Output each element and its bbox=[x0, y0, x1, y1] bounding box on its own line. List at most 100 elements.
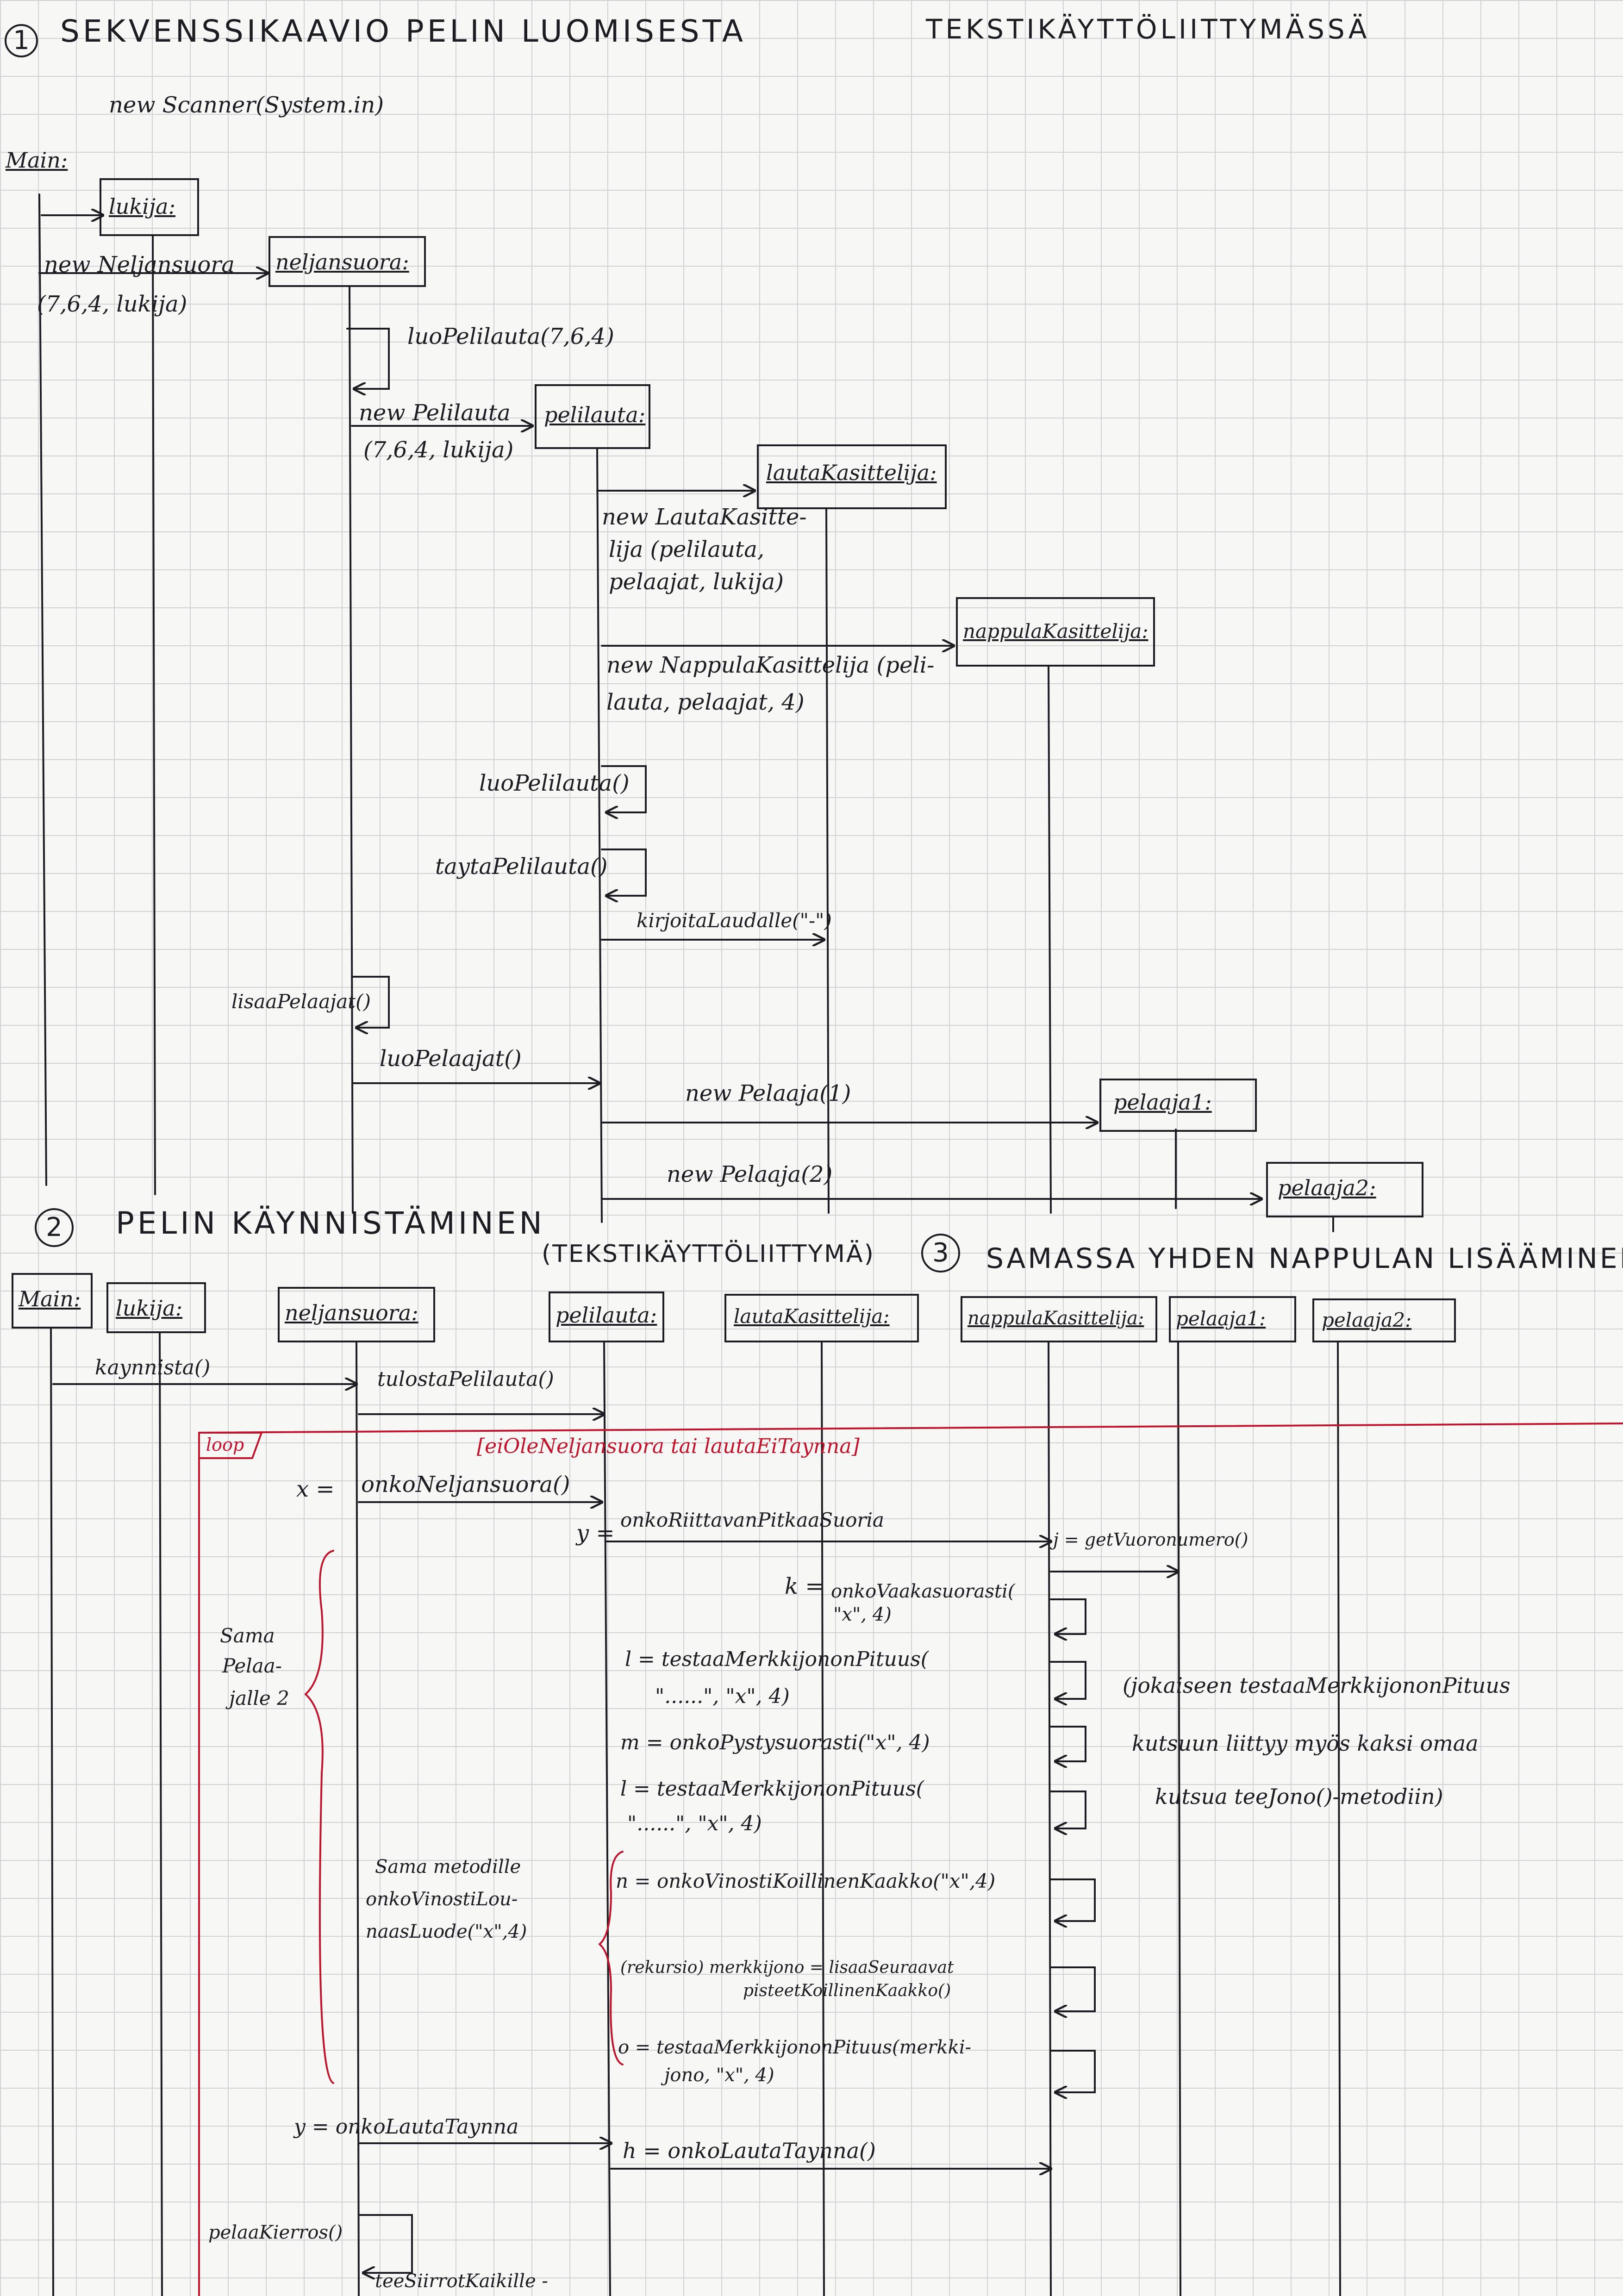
lifeline-main-2 bbox=[50, 1328, 54, 2296]
note-sama-3: jalle 2 bbox=[229, 1687, 289, 1710]
msg-onkovaaka-1: onkoVaakasuorasti( bbox=[831, 1581, 1015, 1602]
lifeline-pelilauta-2 bbox=[603, 1341, 611, 2296]
msg-new-nappulakasittelija-1: new NappulaKasittelija (peli- bbox=[606, 652, 935, 678]
note-sama-1: Sama bbox=[220, 1624, 275, 1647]
section3-title: SAMASSA YHDEN NAPPULAN LISÄÄMINEN bbox=[986, 1242, 1623, 1275]
lifeline-lukija-2 bbox=[159, 1332, 163, 2296]
msg-l2-assign: l = testaaMerkkijononPituus( bbox=[620, 1777, 924, 1801]
msg-new-pelaaja2: new Pelaaja(2) bbox=[667, 1161, 833, 1187]
object-main: Main: bbox=[6, 148, 68, 173]
lifeline-lautakasittelija-2 bbox=[821, 1341, 825, 2296]
self-arrow-luopelilauta bbox=[346, 328, 390, 389]
lifeline-nappulakasittelija-2 bbox=[1048, 1341, 1052, 2296]
object-lautakasittelija: lautaKasittelija: bbox=[766, 460, 937, 485]
lifeline-lukija-1 bbox=[152, 235, 156, 1195]
msg-k-assign: k = bbox=[785, 1573, 824, 1599]
note-jokaiseen-3: kutsua teeJono()-metodiin) bbox=[1155, 1784, 1443, 1809]
object-nappulakasittelija-2: nappulaKasittelija: bbox=[968, 1308, 1144, 1329]
msg-y-onkolautataynna: y = onkoLautaTaynna bbox=[294, 2115, 519, 2139]
msg-y-assign: y = bbox=[576, 1520, 615, 1546]
self-arrow-lisaapelaajat bbox=[351, 976, 390, 1028]
msg-luopelaajat: luoPelaajat() bbox=[380, 1046, 522, 1072]
lifeline-pelilauta-1 bbox=[596, 448, 603, 1223]
msg-rekursio-2: pisteetKoillinenKaakko() bbox=[743, 1981, 951, 2000]
object-nappulakasittelija: nappulaKasittelija: bbox=[963, 620, 1149, 643]
msg-new-nappulakasittelija-2: lauta, pelaajat, 4) bbox=[606, 689, 805, 715]
msg-luopelilauta-args: luoPelilauta(7,6,4) bbox=[407, 324, 614, 349]
object-neljansuora-2: neljansuora: bbox=[285, 1300, 418, 1325]
object-pelilauta-2: pelilauta: bbox=[556, 1303, 657, 1328]
section1-subtitle: TEKSTIKÄYTTÖLIITTYMÄSSÄ bbox=[926, 13, 1370, 45]
self-arrow-luopelilauta2 bbox=[601, 765, 647, 812]
object-lukija-2: lukija: bbox=[116, 1296, 183, 1321]
section1-number: 1 bbox=[5, 24, 38, 57]
lifeline-pelaaja1-2 bbox=[1177, 1341, 1181, 2296]
self-arrow-n bbox=[1050, 1878, 1096, 1921]
msg-onkoneljansuora: onkoNeljansuora() bbox=[361, 1472, 570, 1497]
msg-luopelilauta: luoPelilauta() bbox=[479, 770, 630, 796]
msg-kirjoitalaudalle: kirjoitaLaudalle("-") bbox=[637, 909, 832, 932]
msg-x-assign: x = bbox=[296, 1476, 335, 1502]
object-main-2: Main: bbox=[19, 1286, 81, 1311]
msg-lisaapelaajat: lisaaPelaajat() bbox=[231, 990, 371, 1013]
msg-rekursio-1: (rekursio) merkkijono = lisaaSeuraavat bbox=[620, 1958, 954, 1977]
loop-guard: [eiOleNeljansuora tai lautaEiTaynna] bbox=[477, 1435, 860, 1458]
msg-o-2: jono, "x", 4) bbox=[664, 2065, 774, 2086]
lifeline-pelaaja2-2 bbox=[1337, 1341, 1341, 2296]
object-pelaaja1: pelaaja1: bbox=[1113, 1090, 1212, 1115]
msg-o-1: o = testaaMerkkijononPituus(merkki- bbox=[618, 2037, 972, 2058]
object-pelaaja1-2: pelaaja1: bbox=[1176, 1307, 1266, 1330]
msg-onkovaaka-2: "x", 4) bbox=[833, 1604, 892, 1625]
object-pelilauta: pelilauta: bbox=[544, 402, 646, 427]
self-arrow-k bbox=[1050, 1598, 1086, 1634]
msg-h-onkolautataynna: h = onkoLautaTaynna() bbox=[623, 2138, 876, 2163]
msg-new-pelilauta-2: (7,6,4, lukija) bbox=[363, 437, 514, 463]
msg-new-lautakasittelija-3: pelaajat, lukija) bbox=[609, 569, 784, 595]
msg-teesiirrot: teeSiirrotKaikille - bbox=[375, 2271, 548, 2292]
msg-l-assign: l = testaaMerkkijononPituus( bbox=[625, 1647, 929, 1671]
self-arrow-pelaakierros bbox=[358, 2214, 413, 2273]
self-arrow-l bbox=[1050, 1661, 1086, 1699]
section1-title: SEKVENSSIKAAVIO PELIN LUOMISESTA bbox=[60, 13, 746, 49]
scanner-label: new Scanner(System.in) bbox=[109, 92, 384, 118]
note-metodille-3: naasLuode("x",4) bbox=[366, 1921, 527, 1942]
msg-getvuoronumero: j = getVuoronumero() bbox=[1053, 1529, 1248, 1550]
msg-m-line: m = onkoPystysuorasti("x", 4) bbox=[620, 1731, 930, 1754]
object-lukija: lukija: bbox=[109, 194, 176, 219]
self-arrow-rekursio bbox=[1050, 1966, 1096, 2011]
section2-title: PELIN KÄYNNISTÄMINEN bbox=[116, 1205, 545, 1241]
msg-kaynnista: kaynnista() bbox=[95, 1356, 211, 1379]
lifeline-lautakasittelija-1 bbox=[825, 508, 830, 1214]
note-jokaiseen-1: (jokaiseen testaaMerkkijononPituus bbox=[1123, 1673, 1511, 1698]
lifeline-nappulakasittelija-1 bbox=[1048, 666, 1052, 1214]
msg-n-line: n = onkoVinostiKoillinenKaakko("x",4) bbox=[616, 1870, 996, 1892]
lifeline-main-1 bbox=[38, 193, 47, 1186]
sama-metodille-brace bbox=[599, 1851, 624, 2065]
msg-new-neljansuora-1: new Neljansuora bbox=[44, 252, 235, 278]
section2-title-note: (TEKSTIKÄYTTÖLIITTYMÄ) bbox=[542, 1240, 875, 1268]
note-jokaiseen-2: kutsuun liittyy myös kaksi omaa bbox=[1132, 1731, 1479, 1756]
msg-new-lautakasittelija-2: lija (pelilauta, bbox=[609, 537, 765, 562]
object-neljansuora: neljansuora: bbox=[275, 250, 409, 275]
section2-number: 2 bbox=[35, 1208, 74, 1247]
self-arrow-taytapelilauta bbox=[601, 849, 647, 896]
loop-tag bbox=[198, 1432, 262, 1459]
msg-pelaakierros: pelaaKierros() bbox=[208, 2222, 343, 2243]
msg-l2-args: "......", "x", 4) bbox=[627, 1812, 762, 1835]
note-sama-2: Pelaa- bbox=[222, 1654, 282, 1677]
msg-new-pelaaja1: new Pelaaja(1) bbox=[685, 1080, 851, 1106]
section3-number: 3 bbox=[921, 1234, 960, 1273]
self-arrow-m bbox=[1050, 1726, 1086, 1761]
object-lautakasittelija-2: lautaKasittelija: bbox=[734, 1305, 890, 1328]
msg-new-lautakasittelija-1: new LautaKasitte- bbox=[602, 504, 807, 530]
lifeline-neljansuora-2 bbox=[356, 1341, 360, 2296]
sama-pelaajalle-brace bbox=[305, 1550, 334, 2084]
msg-taytapelilauta: taytaPelilauta() bbox=[435, 854, 608, 880]
msg-tulostapelilauta: tulostaPelilauta() bbox=[377, 1367, 554, 1391]
object-pelaaja2-2: pelaaja2: bbox=[1322, 1309, 1412, 1331]
msg-l-args: "......", "x", 4) bbox=[655, 1685, 790, 1708]
loop-label: loop bbox=[206, 1435, 244, 1455]
note-metodille-1: Sama metodille bbox=[375, 1856, 521, 1878]
self-arrow-o bbox=[1050, 2050, 1096, 2092]
